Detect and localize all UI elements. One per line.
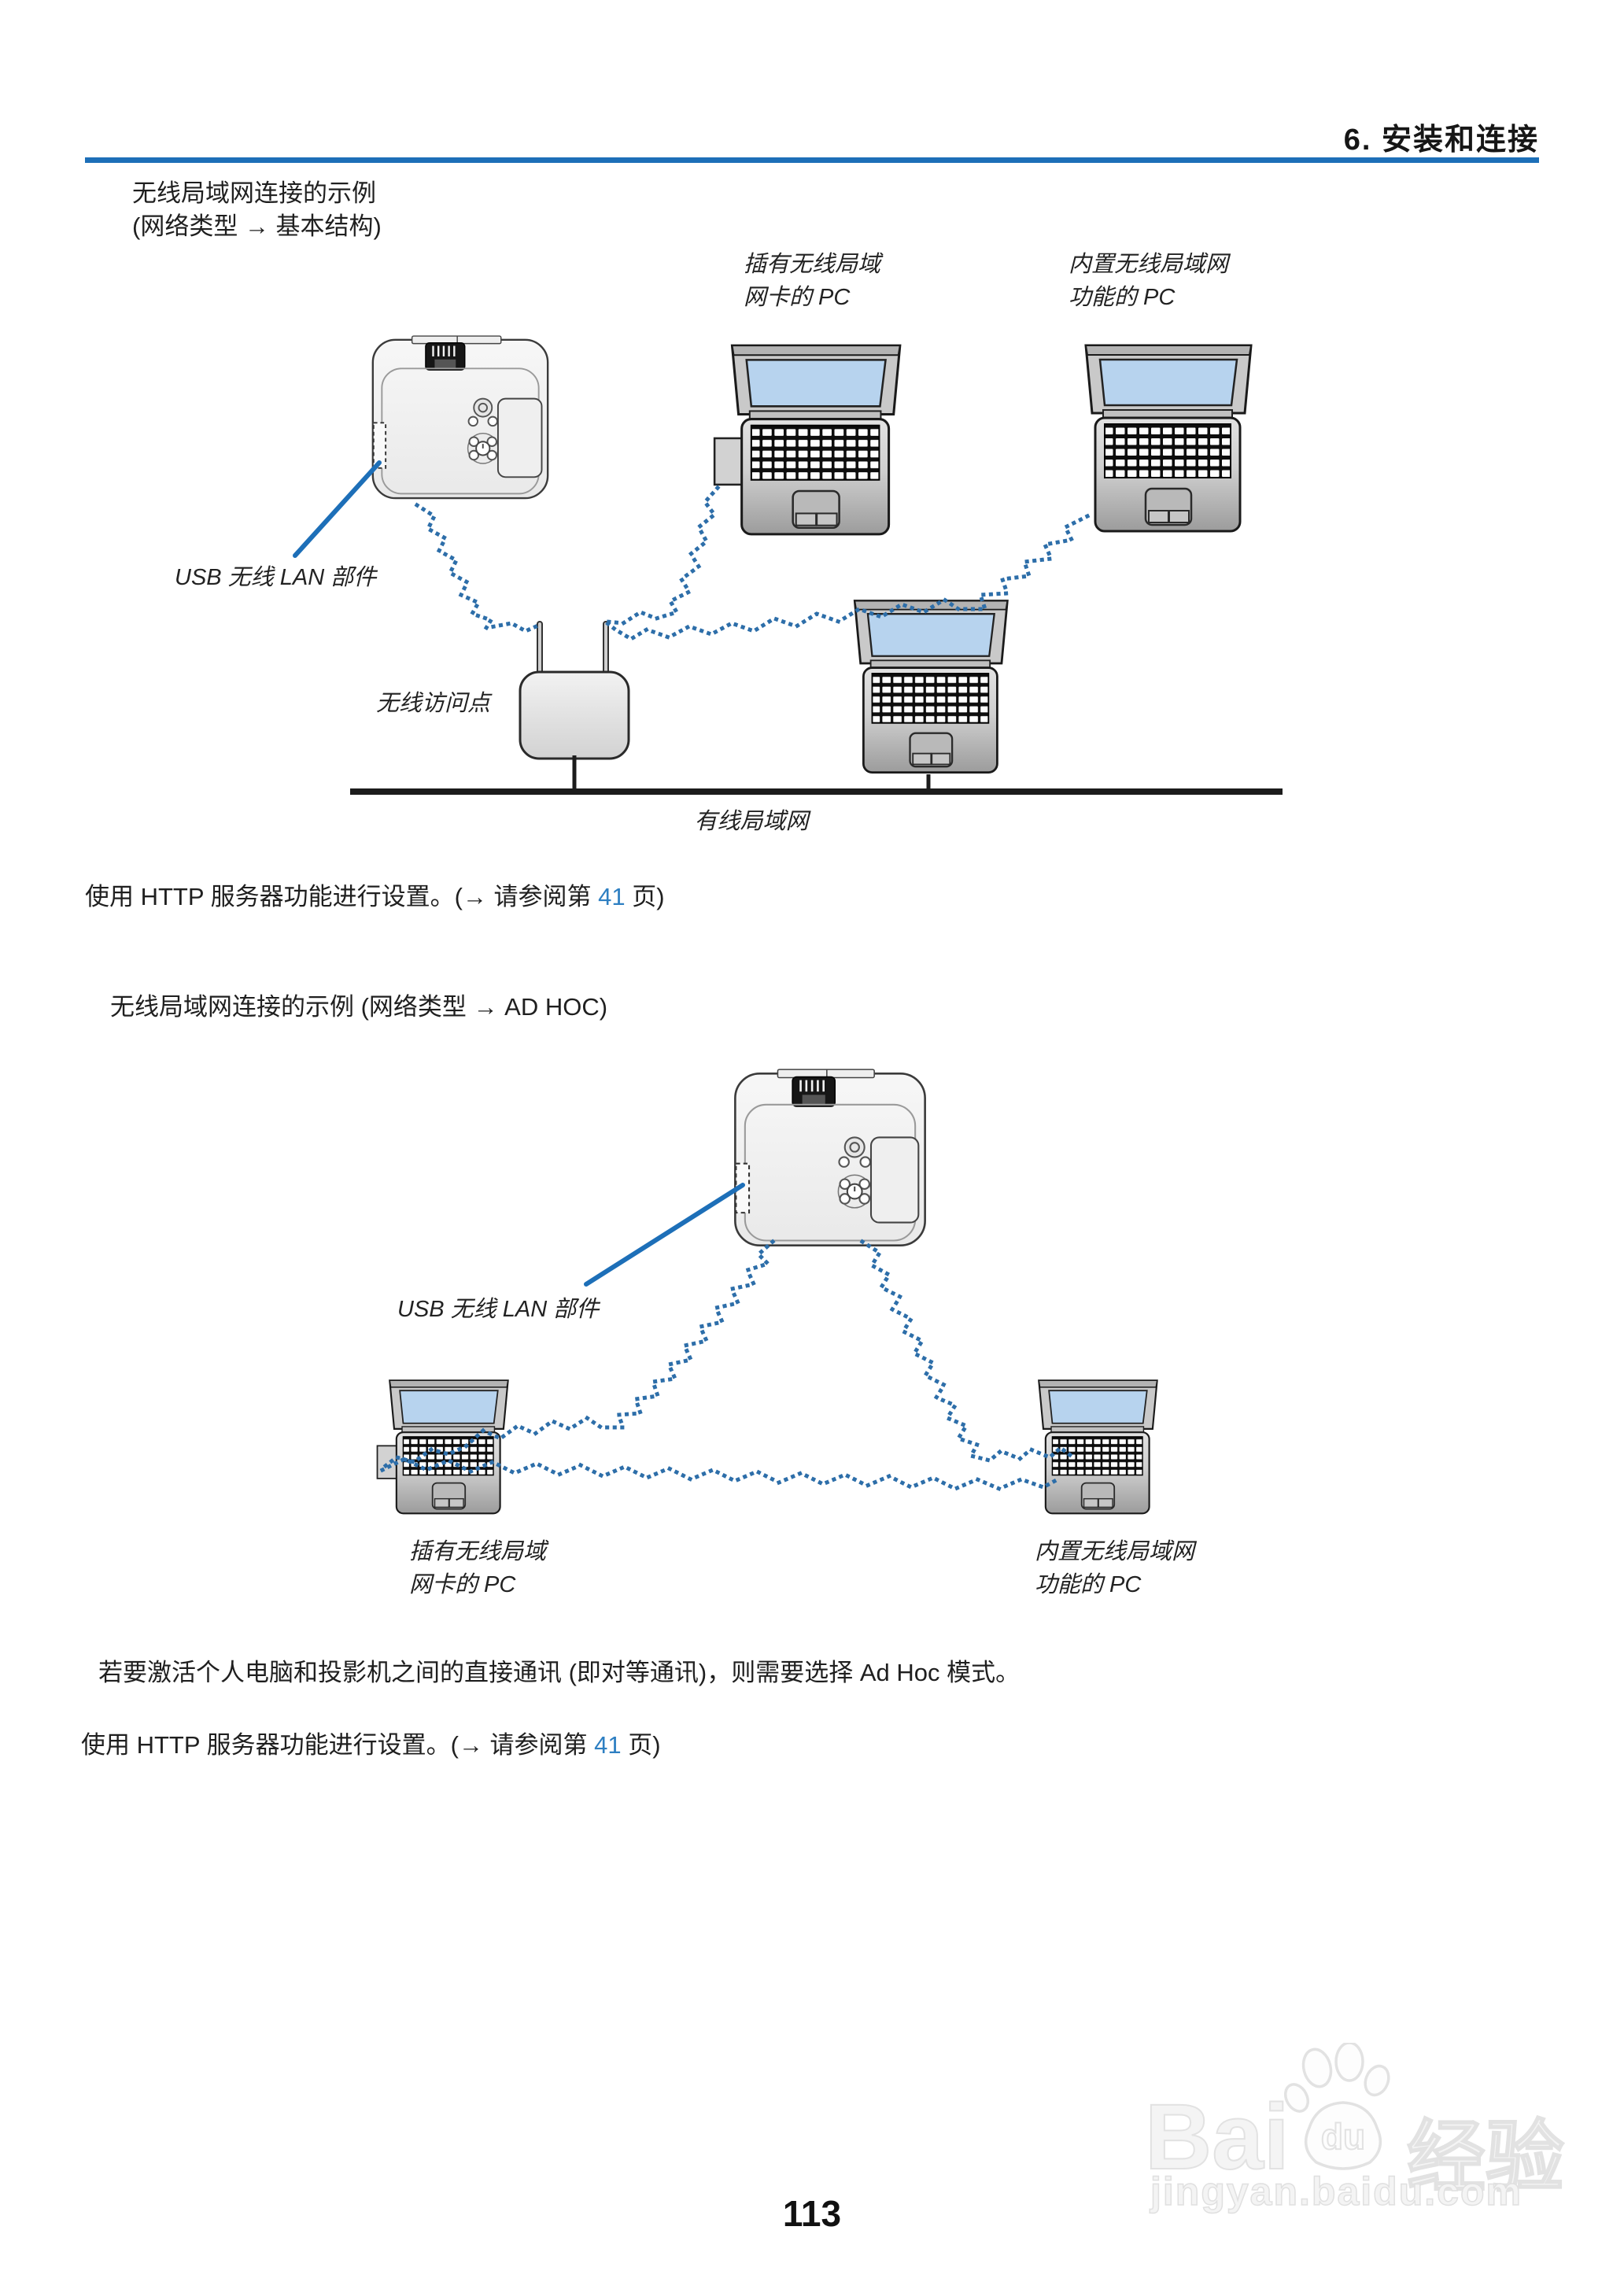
http-note-1-text: 使用 HTTP 服务器功能进行设置。(→ 请参阅第 xyxy=(85,883,599,910)
usb-unit-pointer-2 xyxy=(584,1183,745,1287)
d1-wired-lan-label: 有线局域网 xyxy=(694,809,809,834)
http-note-1-page-link[interactable]: 41 xyxy=(598,883,626,910)
d1-usb-unit-label: USB 无线 LAN 部件 xyxy=(175,565,377,590)
d2-pc-card-label-line2: 网卡的 PC xyxy=(409,1572,516,1597)
baidu-paw-icon: du xyxy=(1283,2043,1390,2170)
d2-usb-unit-label: USB 无线 LAN 部件 xyxy=(397,1297,600,1322)
header-divider xyxy=(85,157,1539,163)
section1-title-line1: 无线局域网连接的示例 xyxy=(132,179,376,207)
projector-illustration-2 xyxy=(734,1068,926,1247)
d1-pc-card-label-line1: 插有无线局域 xyxy=(744,252,881,277)
d2-pc-builtin-label-line1: 内置无线局域网 xyxy=(1035,1539,1195,1564)
laptop-with-wlan-card-2 xyxy=(376,1379,509,1515)
baidu-watermark-bai: Bai xyxy=(1144,2084,1290,2190)
laptop-wired-lan xyxy=(853,600,1009,774)
d2-pc-card-label-line1: 插有无线局域 xyxy=(409,1539,547,1564)
adhoc-note: 若要激活个人电脑和投影机之间的直接通讯 (即对等通讯)，则需要选择 Ad Hoc… xyxy=(98,1659,1021,1686)
d1-pc-builtin-label-line1: 内置无线局域网 xyxy=(1069,252,1229,277)
http-note-2-page-link[interactable]: 41 xyxy=(594,1731,622,1759)
d1-access-point-label: 无线访问点 xyxy=(376,691,491,716)
d1-pc-card-label-line2: 网卡的 PC xyxy=(744,285,851,310)
wireless-link-pccard-ap xyxy=(605,485,721,626)
d1-pc-builtin-label-line2: 功能的 PC xyxy=(1069,285,1176,310)
http-note-1-suffix: 页) xyxy=(625,883,665,910)
http-note-2: 使用 HTTP 服务器功能进行设置。(→ 请参阅第 41 页) xyxy=(81,1730,661,1762)
laptop-builtin-wlan-2 xyxy=(1038,1379,1158,1515)
laptop-with-wlan-card-1 xyxy=(713,344,902,536)
access-point-illustration xyxy=(519,620,630,760)
wireless-link-projector-ap xyxy=(414,502,543,633)
http-note-2-text: 使用 HTTP 服务器功能进行设置。(→ 请参阅第 xyxy=(81,1731,595,1759)
laptop-builtin-wlan-1 xyxy=(1084,344,1253,533)
chapter-heading: 6. 安装和连接 xyxy=(1343,124,1539,157)
baidu-watermark-du: du xyxy=(1321,2116,1365,2157)
section2-title: 无线局域网连接的示例 (网络类型 → AD HOC) xyxy=(110,993,608,1021)
baidu-watermark-url: jingyan.baidu.com xyxy=(1150,2169,1522,2214)
baidu-watermark-jingyan: 经验 xyxy=(1406,2113,1565,2203)
http-note-2-suffix: 页) xyxy=(621,1731,661,1759)
http-note-1: 使用 HTTP 服务器功能进行设置。(→ 请参阅第 41 页) xyxy=(85,881,665,914)
d2-pc-builtin-label-line2: 功能的 PC xyxy=(1035,1572,1142,1597)
projector-illustration-1 xyxy=(371,334,549,500)
page-number: 113 xyxy=(782,2193,842,2234)
usb-unit-pointer-1 xyxy=(293,460,382,558)
section1-title-line2: (网络类型 → 基本结构) xyxy=(132,212,382,240)
